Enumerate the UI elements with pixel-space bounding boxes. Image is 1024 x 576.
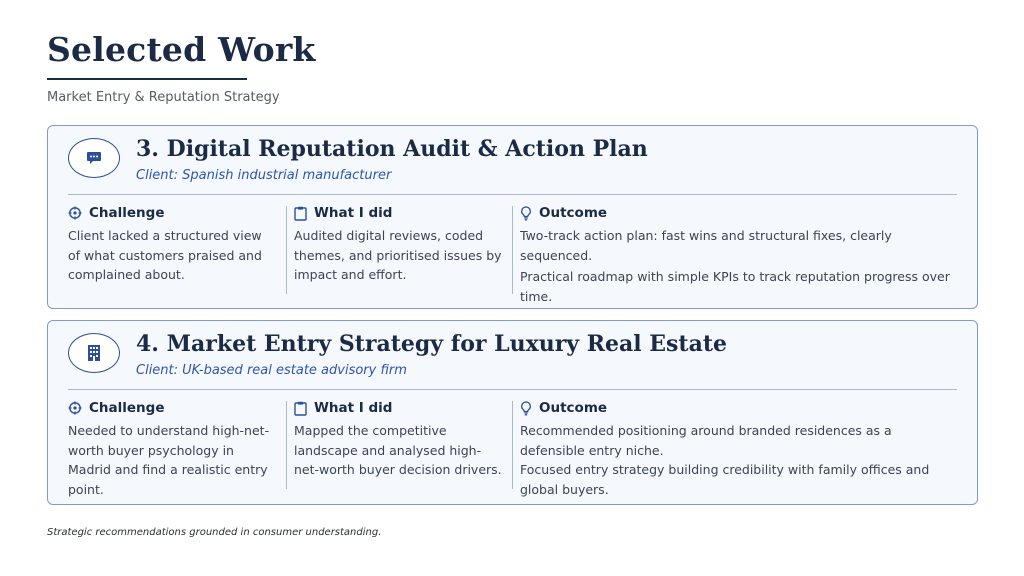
outcome-heading: Outcome <box>539 400 608 416</box>
challenge-text: Client lacked a structured view of what … <box>68 228 262 282</box>
what-i-did-heading: What I did <box>314 400 393 416</box>
crosshair-icon <box>68 206 82 220</box>
outcome-text-1: Recommended positioning around branded r… <box>520 423 892 458</box>
chat-bubble-icon <box>87 152 101 164</box>
outcome-column: Outcome Recommended positioning around b… <box>520 399 960 499</box>
column-divider <box>286 206 287 294</box>
challenge-column: Challenge Needed to understand high-net-… <box>68 399 273 499</box>
building-icon <box>88 345 100 361</box>
clipboard-icon <box>294 401 307 416</box>
page-subtitle: Market Entry & Reputation Strategy <box>47 90 280 105</box>
project-card-market-entry: 4. Market Entry Strategy for Luxury Real… <box>47 320 978 505</box>
card-divider <box>68 194 957 195</box>
card-title: 3. Digital Reputation Audit & Action Pla… <box>136 136 648 162</box>
lightbulb-icon <box>521 400 531 415</box>
card-divider <box>68 389 957 390</box>
outcome-column: Outcome Two-track action plan: fast wins… <box>520 204 960 306</box>
what-i-did-column: What I did Audited digital reviews, code… <box>294 204 502 285</box>
challenge-text: Needed to understand high-net-worth buye… <box>68 423 270 497</box>
outcome-text-2: Focused entry strategy building credibil… <box>520 462 930 497</box>
outcome-heading: Outcome <box>539 205 608 221</box>
what-i-did-heading: What I did <box>314 205 393 221</box>
challenge-column: Challenge Client lacked a structured vie… <box>68 204 273 285</box>
card-client: Client: Spanish industrial manufacturer <box>136 168 392 183</box>
card-icon-badge <box>68 138 120 178</box>
outcome-text-2: Practical roadmap with simple KPIs to tr… <box>520 269 950 304</box>
column-divider <box>512 401 513 489</box>
card-title: 4. Market Entry Strategy for Luxury Real… <box>136 331 728 357</box>
card-client: Client: UK-based real estate advisory fi… <box>136 363 407 378</box>
footnote: Strategic recommendations grounded in co… <box>47 527 382 538</box>
lightbulb-icon <box>521 205 531 220</box>
title-underline <box>47 78 247 80</box>
page-title: Selected Work <box>47 30 316 69</box>
column-divider <box>286 401 287 489</box>
crosshair-icon <box>68 401 82 415</box>
what-i-did-column: What I did Mapped the competitive landsc… <box>294 399 502 480</box>
what-i-did-text: Audited digital reviews, coded themes, a… <box>294 228 502 282</box>
challenge-heading: Challenge <box>89 400 165 416</box>
project-card-reputation-audit: 3. Digital Reputation Audit & Action Pla… <box>47 125 978 309</box>
what-i-did-text: Mapped the competitive landscape and ana… <box>294 423 502 477</box>
challenge-heading: Challenge <box>89 205 165 221</box>
outcome-text-1: Two-track action plan: fast wins and str… <box>520 228 892 263</box>
column-divider <box>512 206 513 294</box>
card-icon-badge <box>68 333 120 373</box>
clipboard-icon <box>294 206 307 221</box>
